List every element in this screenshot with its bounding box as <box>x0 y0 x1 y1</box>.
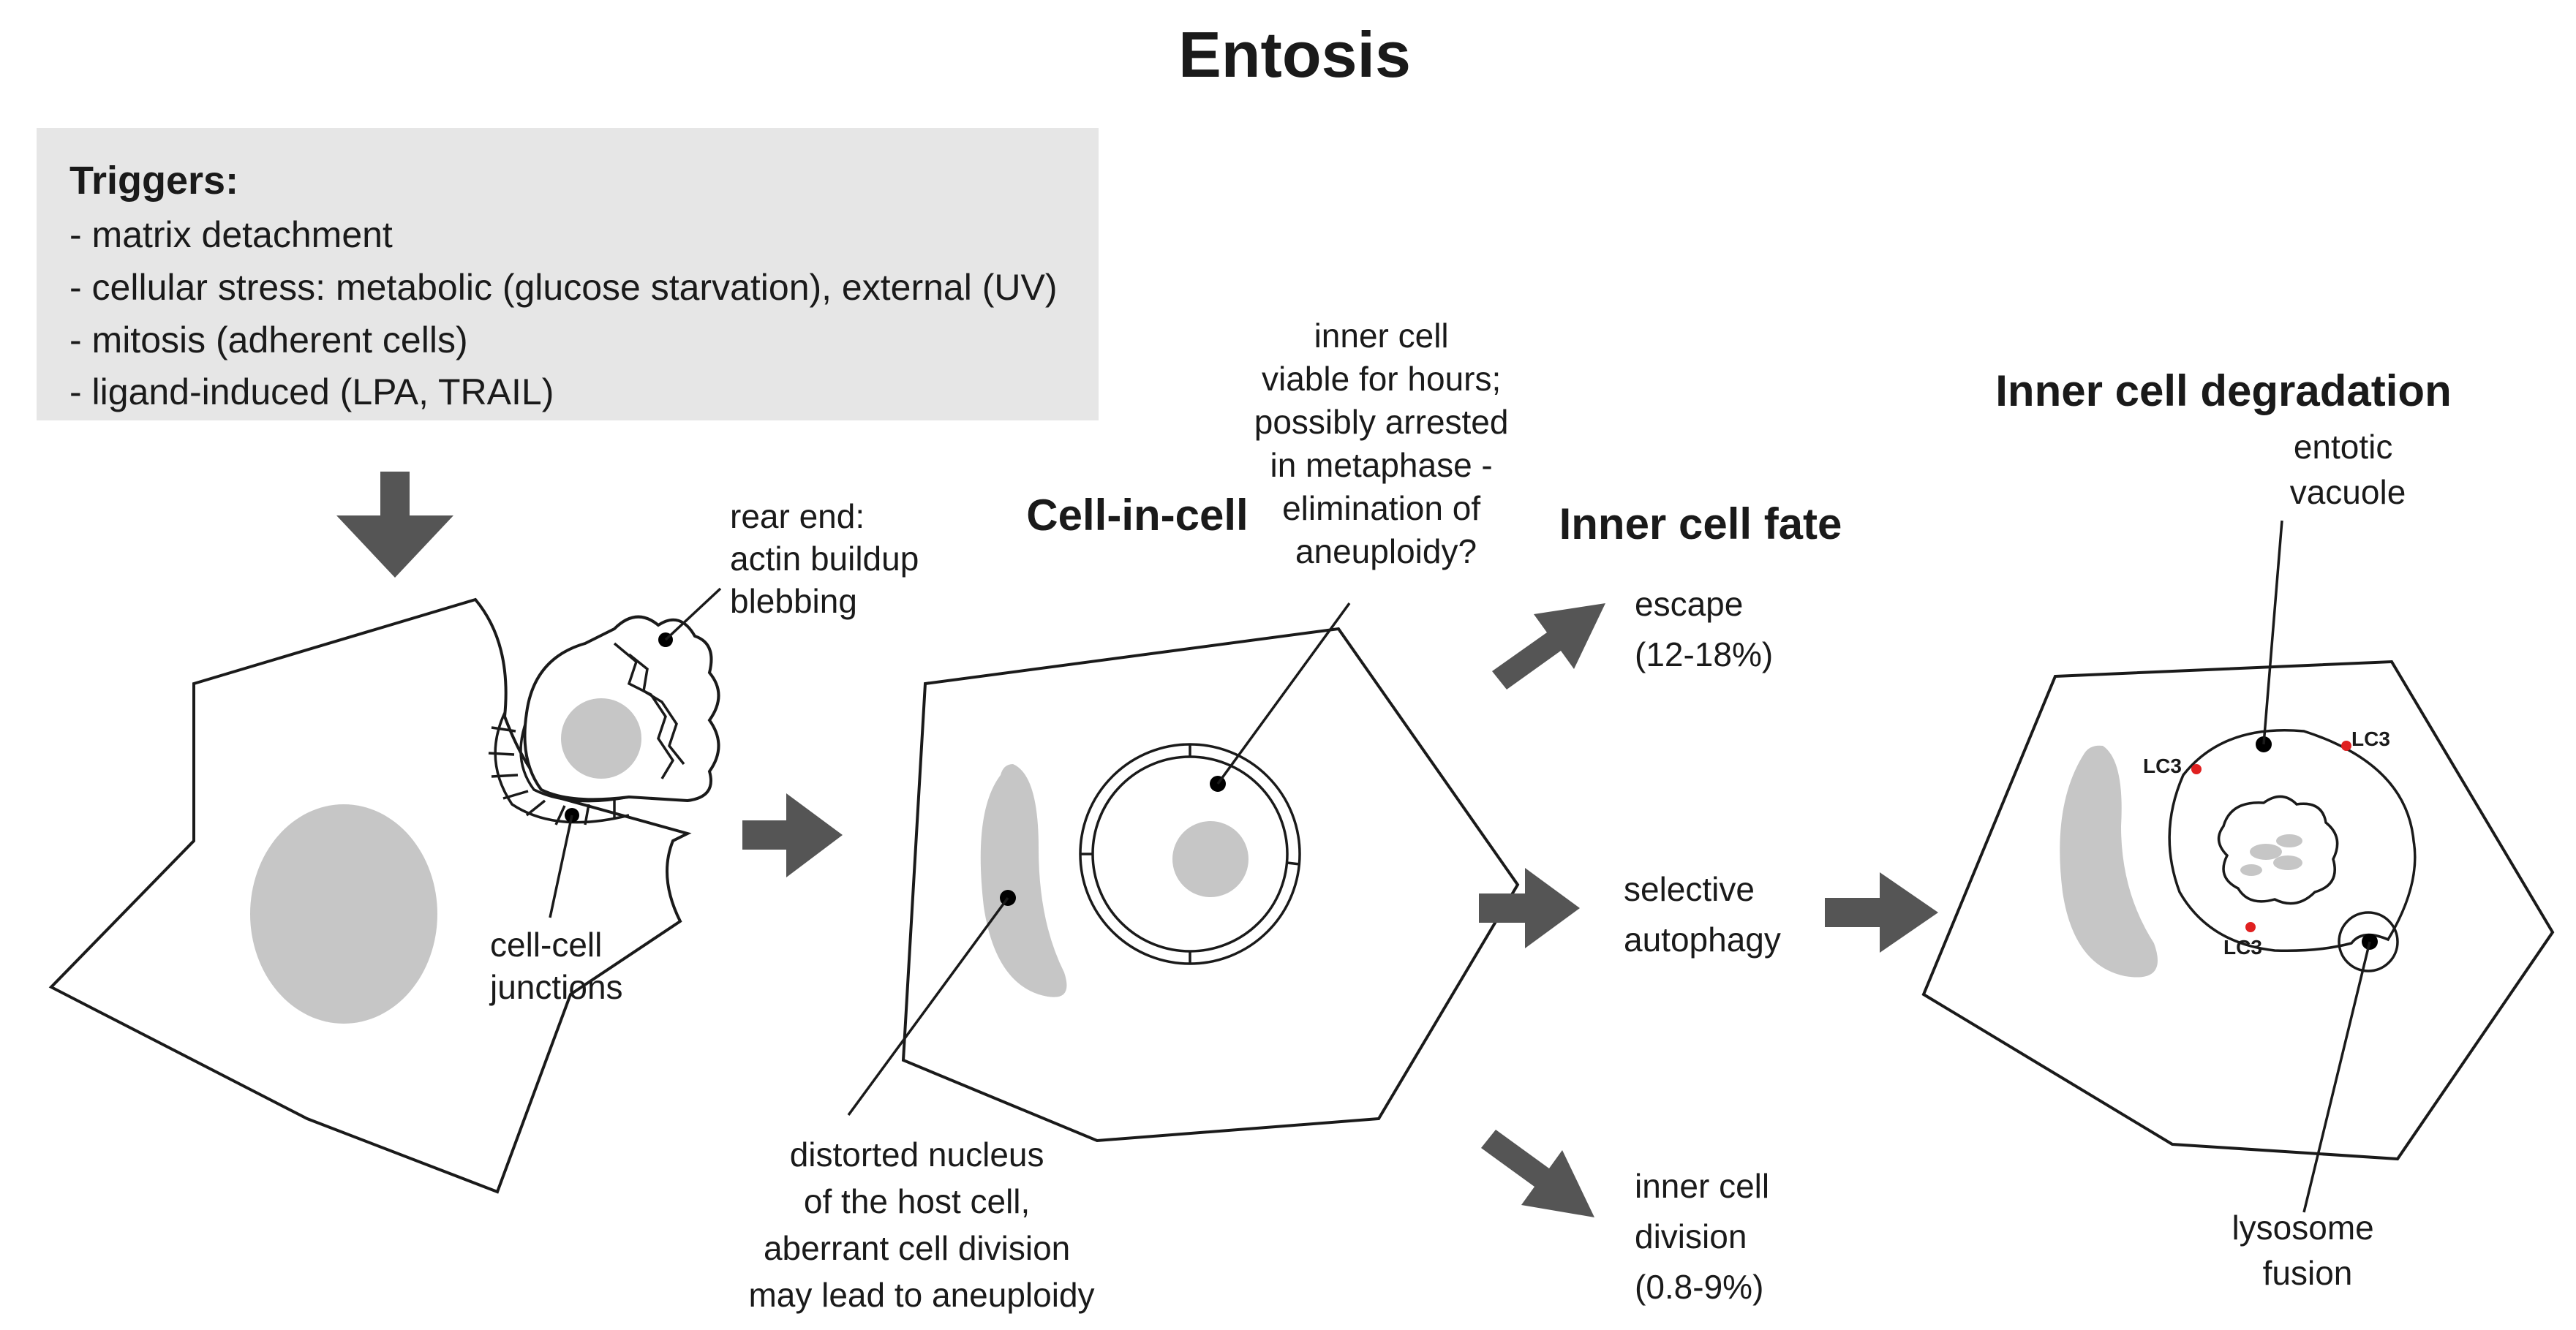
down-right-arrow-icon <box>1481 1130 1594 1217</box>
vacuole-pointer <box>2256 520 2283 752</box>
lc3-label: LC3 <box>2223 936 2262 959</box>
right-arrow-icon <box>1825 872 1938 953</box>
triggers-box: Triggers: - matrix detachment - cellular… <box>37 128 1099 420</box>
selective-autophagy-label: selective autophagy <box>1624 870 1781 959</box>
trigger-item: - cellular stress: metabolic (glucose st… <box>69 267 1057 308</box>
entotic-vacuole-label: entotic vacuole <box>2290 428 2406 511</box>
escape-label: escape (12-18%) <box>1635 585 1773 673</box>
inner-cell-label: inner cell viable for hours; possibly ar… <box>1254 317 1518 570</box>
inner-cell-division-label: inner cell division (0.8-9%) <box>1635 1167 1779 1306</box>
right-arrow-icon <box>742 793 843 877</box>
lc3-label: LC3 <box>2351 728 2390 750</box>
distorted-host-nucleus <box>980 764 1067 997</box>
stage1-host-cell <box>48 597 692 1194</box>
invading-cell <box>523 615 720 803</box>
lc3-dot <box>2341 741 2351 751</box>
trigger-item: - matrix detachment <box>69 214 393 255</box>
trigger-item: - mitosis (adherent cells) <box>69 320 468 360</box>
host-nucleus-label: distorted nucleus of the host cell, aber… <box>748 1136 1094 1314</box>
entotic-vacuole <box>2168 729 2417 972</box>
lysosome <box>2338 911 2399 972</box>
up-right-arrow-icon <box>1492 603 1605 689</box>
rear-end-pointer <box>658 587 722 647</box>
cell-in-cell-heading: Cell-in-cell <box>1026 491 1248 540</box>
host-nucleus-pointer <box>847 890 1016 1116</box>
right-arrow-icon <box>1479 868 1580 948</box>
triggers-heading: Triggers: <box>69 159 238 203</box>
inner-cell-degradation-heading: Inner cell degradation <box>1995 366 2451 415</box>
inner-cell-fate-heading: Inner cell fate <box>1559 499 1842 548</box>
lc3-label: LC3 <box>2143 755 2182 777</box>
rear-end-label: rear end: actin buildup blebbing <box>730 497 928 620</box>
invading-cell-nucleus <box>561 698 641 779</box>
junctions-label: cell-cell junctions <box>489 926 623 1006</box>
degraded-inner-cell <box>2217 795 2339 905</box>
inner-cell-nucleus <box>1172 821 1249 897</box>
junctions-pointer <box>549 808 579 918</box>
diagram-title: Entosis <box>1178 18 1411 91</box>
down-arrow-icon <box>336 472 453 578</box>
inner-cell-pointer <box>1210 602 1351 792</box>
distorted-host-nucleus <box>2060 745 2158 978</box>
lc3-dot <box>2191 764 2202 774</box>
host-nucleus <box>250 804 437 1024</box>
lc3-dot <box>2245 922 2256 932</box>
lysosome-fusion-label: lysosome fusion <box>2232 1209 2383 1292</box>
stage3-host-cell <box>1921 660 2555 1161</box>
lysosome-pointer <box>2302 934 2378 1213</box>
cell-in-cell-vacuole <box>1079 743 1301 965</box>
trigger-item: - ligand-induced (LPA, TRAIL) <box>69 371 554 412</box>
